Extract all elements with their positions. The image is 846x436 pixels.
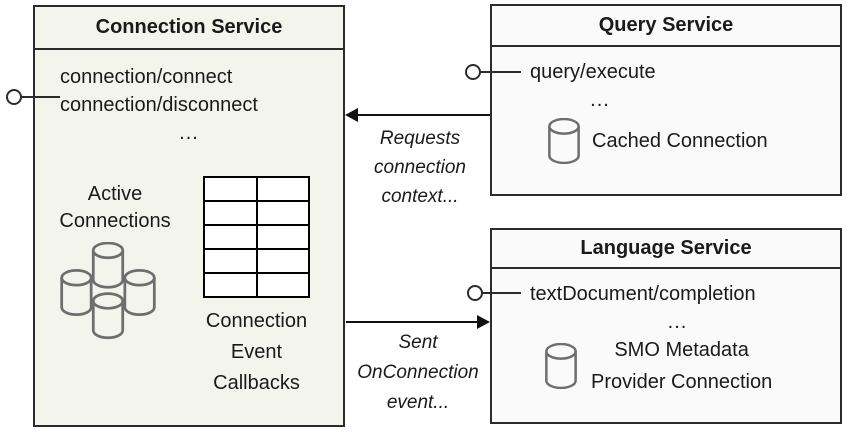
table-cell xyxy=(257,202,308,224)
language-service-box: Language Service textDocument/completion… xyxy=(490,228,842,424)
query-service-methods: query/execute ... xyxy=(530,58,810,114)
table-cell xyxy=(257,178,308,200)
table-cell xyxy=(205,250,256,272)
callbacks-table-grid xyxy=(203,176,310,298)
cached-connection-label: Cached Connection xyxy=(592,129,768,152)
connection-service-title: Connection Service xyxy=(35,7,343,50)
table-cell xyxy=(257,274,308,296)
method-textdocument-completion: textDocument/completion xyxy=(530,283,756,305)
table-cell xyxy=(205,226,256,248)
query-service-title: Query Service xyxy=(492,6,840,47)
language-service-methods: textDocument/completion ... xyxy=(530,280,830,336)
requests-arrow-head xyxy=(345,108,358,122)
smo-metadata-label: SMO Metadata Provider Connection xyxy=(591,339,773,393)
table-cell xyxy=(257,250,308,272)
ellipsis: ... xyxy=(667,311,688,333)
query-service-box: Query Service query/execute ... Cached C… xyxy=(490,4,842,196)
table-cell xyxy=(257,226,308,248)
requests-arrow-label: Requests connection context... xyxy=(374,128,466,207)
table-cell xyxy=(205,274,256,296)
method-query-execute: query/execute xyxy=(530,61,656,83)
sent-arrow-head xyxy=(477,315,490,329)
table-cell xyxy=(205,178,256,200)
smo-metadata-connection: SMO Metadata Provider Connection xyxy=(545,334,772,398)
active-connections-label: Active Connections xyxy=(59,183,171,232)
connection-service-methods: connection/connect connection/disconnect… xyxy=(60,63,318,147)
database-icon xyxy=(548,118,580,164)
cached-connection: Cached Connection xyxy=(548,118,768,164)
requests-arrow-line xyxy=(349,114,490,116)
method-connection-disconnect: connection/disconnect xyxy=(60,94,258,116)
language-service-title: Language Service xyxy=(492,230,840,269)
connection-service-interface-line xyxy=(20,96,60,98)
ellipsis: ... xyxy=(179,122,199,144)
connection-service-box: Connection Service connection/connect co… xyxy=(33,5,345,427)
sent-arrow-line xyxy=(346,321,478,323)
database-icon xyxy=(545,343,577,389)
sent-arrow-label: Sent OnConnection event... xyxy=(357,332,479,413)
language-service-interface-line xyxy=(481,292,521,294)
ellipsis: ... xyxy=(590,89,610,111)
connection-event-callbacks-label: Connection Event Callbacks xyxy=(205,310,308,394)
query-service-interface-line xyxy=(479,71,521,73)
database-cluster-icon xyxy=(60,242,156,340)
method-connection-connect: connection/connect xyxy=(60,66,233,88)
table-cell xyxy=(205,202,256,224)
